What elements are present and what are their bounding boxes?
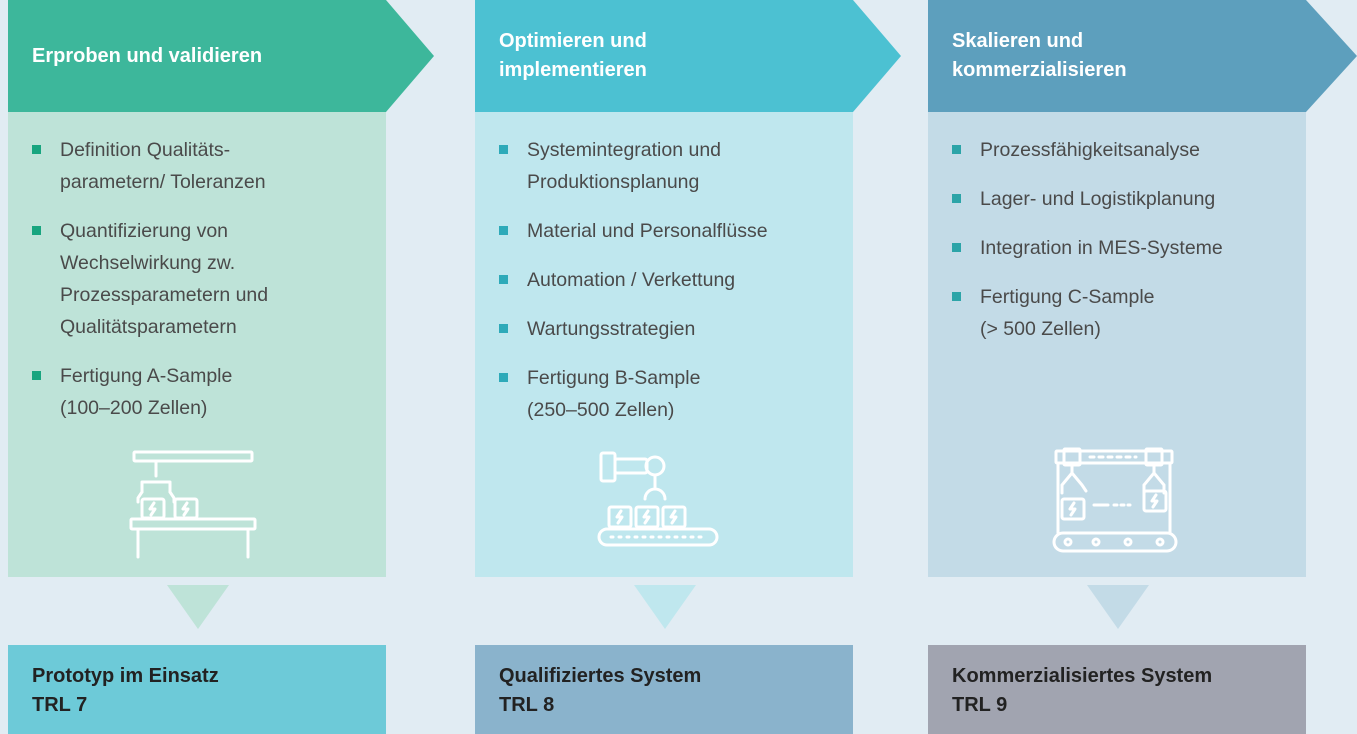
down-arrow-icon — [167, 585, 229, 629]
phase-body: Systemintegration und Produktionsplanung… — [475, 112, 853, 577]
list-item: Definition Qualitäts- parametern/ Tolera… — [32, 134, 366, 198]
overhead-gripper-table-icon — [129, 450, 257, 559]
phase-header: Erproben und validieren — [8, 0, 434, 112]
list-item-line: Wechselwirkung zw. — [60, 252, 236, 274]
phase-column-optimize: Optimieren und implementieren Systeminte… — [475, 0, 901, 734]
square-bullet-icon — [499, 275, 508, 284]
list-item: Fertigung C-Sample (> 500 Zellen) — [952, 281, 1286, 345]
square-bullet-icon — [32, 145, 41, 154]
list-item-line: Produktionsplanung — [527, 171, 700, 193]
down-arrow-icon — [634, 585, 696, 629]
result-trl: TRL 7 — [32, 694, 88, 716]
result-box: Kommerzialisiertes System TRL 9 — [928, 645, 1306, 734]
list-item-line: Wartungsstrategien — [527, 318, 696, 340]
phase-column-validate: Erproben und validieren Definition Quali… — [8, 0, 434, 734]
activity-list: Systemintegration und Produktionsplanung… — [475, 112, 853, 426]
robot-arm-conveyor-icon — [597, 451, 719, 547]
square-bullet-icon — [499, 226, 508, 235]
phase-title: Optimieren und implementieren — [499, 0, 799, 112]
square-bullet-icon — [952, 145, 961, 154]
list-item-line: Integration in MES-Systeme — [980, 237, 1223, 259]
list-item: Material und Personalflüsse — [499, 215, 833, 247]
result-box: Prototyp im Einsatz TRL 7 — [8, 645, 386, 734]
result-title: Kommerzialisiertes System — [952, 665, 1213, 687]
list-item-line: Quantifizierung von — [60, 220, 229, 242]
list-item-line: Automation / Verkettung — [527, 269, 736, 291]
phase-column-scale: Skalieren und kommerzialisieren Prozessf… — [928, 0, 1357, 734]
list-item: Quantifizierung von Wechselwirkung zw. P… — [32, 215, 366, 343]
list-item-line: Prozessparametern und — [60, 284, 269, 306]
phase-title-line: implementieren — [499, 59, 647, 81]
square-bullet-icon — [952, 292, 961, 301]
list-item-line: Material und Personalflüsse — [527, 220, 768, 242]
chevron-arrow-shape — [928, 0, 1357, 112]
activity-list: Definition Qualitäts- parametern/ Tolera… — [8, 112, 386, 424]
phase-title-line: Erproben und validieren — [32, 44, 263, 67]
list-item: Wartungsstrategien — [499, 313, 833, 345]
square-bullet-icon — [32, 226, 41, 235]
chevron-arrow-shape — [8, 0, 434, 112]
phase-title: Erproben und validieren — [32, 0, 332, 112]
down-arrow-icon — [1087, 585, 1149, 629]
result-trl: TRL 8 — [499, 694, 555, 716]
list-item: Fertigung B-Sample (250–500 Zellen) — [499, 362, 833, 426]
phase-header: Skalieren und kommerzialisieren — [928, 0, 1357, 112]
result-title: Qualifiziertes System — [499, 665, 702, 687]
square-bullet-icon — [952, 243, 961, 252]
list-item-line: (100–200 Zellen) — [60, 397, 208, 419]
phase-body: Prozessfähigkeitsanalyse Lager- und Logi… — [928, 112, 1306, 577]
result-trl: TRL 9 — [952, 694, 1008, 716]
list-item: Prozessfähigkeitsanalyse — [952, 134, 1286, 166]
list-item-line: (250–500 Zellen) — [527, 399, 675, 421]
list-item-line: Lager- und Logistikplanung — [980, 188, 1216, 210]
list-item-line: Fertigung C-Sample — [980, 286, 1155, 308]
square-bullet-icon — [32, 371, 41, 380]
list-item-line: parametern/ Toleranzen — [60, 171, 266, 193]
phase-header: Optimieren und implementieren — [475, 0, 901, 112]
result-box: Qualifiziertes System TRL 8 — [475, 645, 853, 734]
square-bullet-icon — [499, 324, 508, 333]
list-item: Systemintegration und Produktionsplanung — [499, 134, 833, 198]
list-item-line: Fertigung B-Sample — [527, 367, 701, 389]
list-item-line: Definition Qualitäts- — [60, 139, 231, 161]
list-item-line: (> 500 Zellen) — [980, 318, 1101, 340]
activity-list: Prozessfähigkeitsanalyse Lager- und Logi… — [928, 112, 1306, 345]
dual-gripper-production-line-icon — [1052, 447, 1178, 553]
result-title: Prototyp im Einsatz — [32, 665, 219, 687]
list-item: Lager- und Logistikplanung — [952, 183, 1286, 215]
square-bullet-icon — [499, 373, 508, 382]
phase-title: Skalieren und kommerzialisieren — [952, 0, 1252, 112]
list-item-line: Systemintegration und — [527, 139, 722, 161]
chevron-arrow-shape — [475, 0, 901, 112]
list-item: Fertigung A-Sample (100–200 Zellen) — [32, 360, 366, 424]
list-item: Integration in MES-Systeme — [952, 232, 1286, 264]
list-item: Automation / Verkettung — [499, 264, 833, 296]
phase-body: Definition Qualitäts- parametern/ Tolera… — [8, 112, 386, 577]
list-item-line: Qualitätsparametern — [60, 316, 237, 338]
square-bullet-icon — [499, 145, 508, 154]
square-bullet-icon — [952, 194, 961, 203]
phase-title-line: Optimieren und — [499, 30, 647, 52]
phase-title-line: kommerzialisieren — [952, 59, 1127, 81]
list-item-line: Prozessfähigkeitsanalyse — [980, 139, 1201, 161]
phase-title-line: Skalieren und — [952, 30, 1084, 52]
list-item-line: Fertigung A-Sample — [60, 365, 233, 387]
